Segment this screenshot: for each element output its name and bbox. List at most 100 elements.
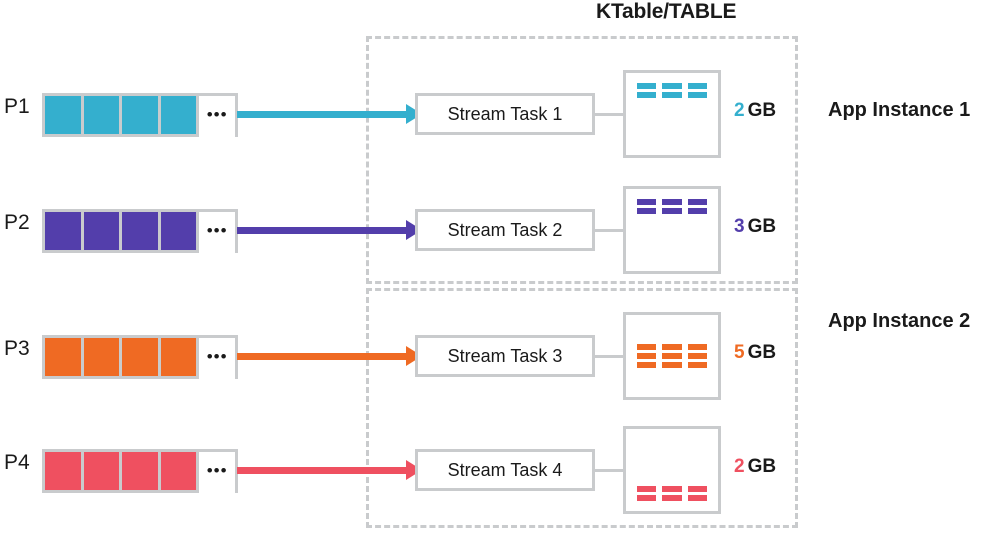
state-store-bar: [637, 199, 657, 205]
partition-ellipsis-cell: •••: [199, 452, 235, 496]
partition-cell: [45, 338, 81, 376]
partition-cell: [83, 212, 120, 250]
partition-strip-3: •••: [42, 335, 238, 382]
partition-cell: [122, 452, 158, 490]
flow-arrow-3: [237, 346, 422, 366]
task-store-connector-1: [595, 113, 625, 116]
state-store-bar: [637, 92, 657, 98]
state-store-bar: [687, 344, 707, 350]
partition-ellipsis-cell: •••: [199, 212, 235, 256]
state-store-bar-row: [637, 353, 707, 359]
arrow-shaft: [237, 353, 407, 360]
store-size-value: 2: [734, 456, 745, 477]
state-store-bar-row: [637, 92, 707, 98]
partition-cell: [83, 452, 120, 490]
partition-cell: [122, 96, 158, 134]
state-store-bar: [687, 208, 707, 214]
ktable-title: KTable/TABLE: [596, 0, 737, 23]
state-store-bar-row: [637, 486, 707, 492]
state-store-bar: [687, 199, 707, 205]
state-store-bar-row: [637, 208, 707, 214]
state-store-bar: [662, 344, 682, 350]
arrow-shaft: [237, 227, 407, 234]
partition-strip-2: •••: [42, 209, 238, 256]
state-store-bar: [662, 486, 682, 492]
partition-label-1: P1: [4, 95, 30, 118]
partition-label-4: P4: [4, 451, 30, 474]
state-store-bar: [662, 199, 682, 205]
state-store-bar: [662, 208, 682, 214]
stream-task-box-2[interactable]: Stream Task 2: [415, 209, 595, 251]
store-size-unit: GB: [747, 216, 777, 237]
app-instance-1-label: App Instance 1: [828, 99, 971, 121]
partition-ellipsis-cell: •••: [199, 338, 235, 382]
partition-cell: [83, 96, 120, 134]
state-store-bar: [662, 362, 682, 368]
state-store-bar: [687, 83, 707, 89]
state-store-bar-grid: [637, 486, 707, 501]
app-instance-2-boundary: [366, 288, 798, 528]
store-size-unit: GB: [747, 456, 777, 477]
state-store-bar-row: [637, 199, 707, 205]
state-store-bar-row: [637, 362, 707, 368]
store-size-value: 5: [734, 342, 745, 363]
app-instance-1-boundary: [366, 36, 798, 284]
state-store-bar-row: [637, 344, 707, 350]
arrow-shaft: [237, 111, 407, 118]
flow-arrow-2: [237, 220, 422, 240]
partition-label-3: P3: [4, 337, 30, 360]
state-store-box-2: [623, 186, 721, 274]
state-store-bar: [637, 208, 657, 214]
task-store-connector-2: [595, 229, 625, 232]
stream-task-box-1[interactable]: Stream Task 1: [415, 93, 595, 135]
partition-cell: [45, 96, 81, 134]
store-size-value: 3: [734, 216, 745, 237]
state-store-bar-grid: [637, 83, 707, 98]
partition-cell: [122, 212, 158, 250]
partition-strip-1: •••: [42, 93, 238, 140]
stream-task-box-3[interactable]: Stream Task 3: [415, 335, 595, 377]
state-store-bar: [662, 83, 682, 89]
state-store-bar-grid: [637, 344, 707, 368]
state-store-bar: [637, 495, 657, 501]
partition-ellipsis-cell: •••: [199, 96, 235, 140]
state-store-box-1: [623, 70, 721, 158]
state-store-box-3: [623, 312, 721, 400]
partition-cell: [45, 212, 81, 250]
state-store-bar: [687, 495, 707, 501]
state-store-bar: [687, 362, 707, 368]
store-size-unit: GB: [747, 100, 777, 121]
state-store-bar: [637, 486, 657, 492]
partition-cell: [160, 96, 197, 134]
state-store-bar: [637, 362, 657, 368]
state-store-bar: [687, 353, 707, 359]
partition-cell: [83, 338, 120, 376]
arrow-shaft: [237, 467, 407, 474]
task-store-connector-4: [595, 469, 625, 472]
partition-cell: [160, 338, 197, 376]
state-store-bar: [687, 92, 707, 98]
partition-cell: [160, 212, 197, 250]
partition-cell: [122, 338, 158, 376]
state-store-bar: [662, 92, 682, 98]
state-store-bar: [662, 353, 682, 359]
stream-task-box-4[interactable]: Stream Task 4: [415, 449, 595, 491]
partition-cell: [45, 452, 81, 490]
state-store-bar: [687, 486, 707, 492]
flow-arrow-4: [237, 460, 422, 480]
state-store-bar-row: [637, 495, 707, 501]
state-store-bar: [637, 83, 657, 89]
partition-cell: [160, 452, 197, 490]
partition-label-2: P2: [4, 211, 30, 234]
flow-arrow-1: [237, 104, 422, 124]
app-instance-2-label: App Instance 2: [828, 310, 971, 332]
task-store-connector-3: [595, 355, 625, 358]
state-store-bar-grid: [637, 199, 707, 214]
store-size-value: 2: [734, 100, 745, 121]
state-store-bar: [662, 495, 682, 501]
